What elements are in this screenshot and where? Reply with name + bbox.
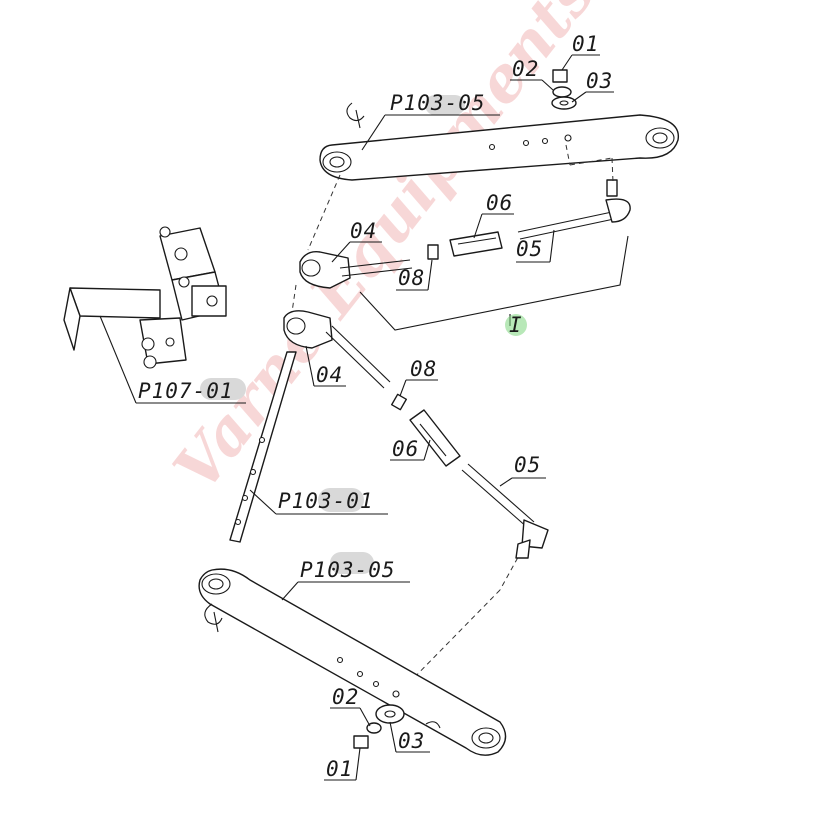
label-lower-05: 05 xyxy=(514,453,541,477)
bottom-linch-pin xyxy=(204,603,223,633)
label-top-arm: P103-05 xyxy=(390,91,486,115)
bottom-link-arm xyxy=(198,568,507,756)
lower-rod-05 xyxy=(461,463,549,559)
label-bottom-01: 01 xyxy=(326,757,353,781)
mounting-bracket xyxy=(63,226,227,369)
label-top-03: 03 xyxy=(586,69,613,93)
lower-link-end-04 xyxy=(325,325,391,389)
label-lower-06: 06 xyxy=(392,437,419,461)
label-bottom-02: 02 xyxy=(332,685,359,709)
label-upper-06: 06 xyxy=(486,191,513,215)
lift-rod-p103-01 xyxy=(229,310,333,543)
label-bracket: P107-01 xyxy=(138,379,234,403)
label-upper-08: 08 xyxy=(398,266,425,290)
bottom-nut-stack xyxy=(353,704,405,749)
label-lower-04: 04 xyxy=(316,363,343,387)
label-lower-08: 08 xyxy=(410,357,437,381)
upper-nut-08 xyxy=(427,244,439,260)
top-linch-pin xyxy=(346,102,365,129)
upper-rod-05 xyxy=(517,179,631,240)
label-top-01: 01 xyxy=(572,32,599,56)
label-upper-05: 05 xyxy=(516,237,543,261)
top-link-arm xyxy=(319,114,679,181)
label-lift-rod: P103-01 xyxy=(278,489,374,513)
assembly-marker xyxy=(505,314,527,336)
label-bottom-03: 03 xyxy=(398,729,425,753)
top-nut-stack xyxy=(551,69,577,110)
upper-sleeve-06 xyxy=(449,231,503,257)
upper-link-end-04 xyxy=(299,251,413,289)
lower-sleeve-06 xyxy=(409,409,461,467)
label-top-02: 02 xyxy=(512,57,539,81)
label-bottom-arm: P103-05 xyxy=(300,558,396,582)
assembly-mark-label: I xyxy=(509,313,523,337)
label-upper-04: 04 xyxy=(350,219,377,243)
lower-nut-08 xyxy=(390,393,408,411)
